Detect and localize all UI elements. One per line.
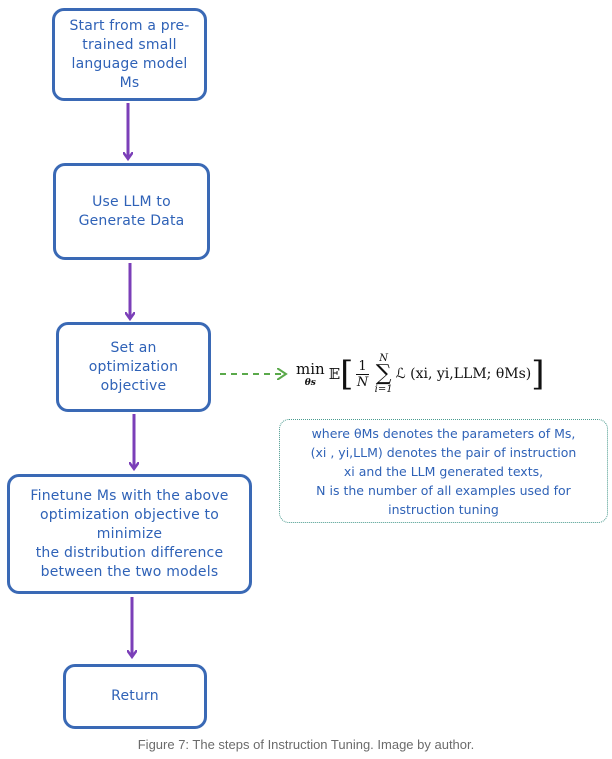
formula-expectation: 𝔼 <box>328 365 341 383</box>
optimization-formula: min θs 𝔼 [ 1 N N ∑ i=1 ℒ (xi, yi,LLM; θM… <box>296 348 545 400</box>
figure-caption: Figure 7: The steps of Instruction Tunin… <box>137 737 475 752</box>
step-generate-data: Use LLM to Generate Data <box>53 163 210 260</box>
step-return: Return <box>63 664 207 729</box>
step-finetune: Finetune Ms with the above optimization … <box>7 474 252 594</box>
formula-sum-lower: i=1 <box>374 384 393 395</box>
sigma-icon: ∑ <box>375 361 392 386</box>
formula-left-bracket: [ <box>340 354 354 394</box>
formula-right-bracket: ] <box>531 354 545 394</box>
formula-sum: N ∑ i=1 <box>375 353 393 395</box>
formula-sum-upper: N <box>379 353 389 364</box>
formula-fraction-numerator: 1 <box>356 358 369 375</box>
formula-min-label: min <box>296 360 325 378</box>
formula-min: min θs <box>296 360 325 388</box>
formula-min-subscript: θs <box>304 378 316 388</box>
step-set-objective: Set an optimization objective <box>56 322 211 412</box>
formula-loss-term: ℒ (xi, yi,LLM; θMs) <box>395 366 532 382</box>
formula-fraction: 1 N <box>356 358 369 390</box>
explanation-note: where θMs denotes the parameters of Ms, … <box>279 419 608 523</box>
formula-fraction-denominator: N <box>356 374 369 390</box>
step-start-pretrained-model: Start from a pre- trained small language… <box>52 8 207 101</box>
